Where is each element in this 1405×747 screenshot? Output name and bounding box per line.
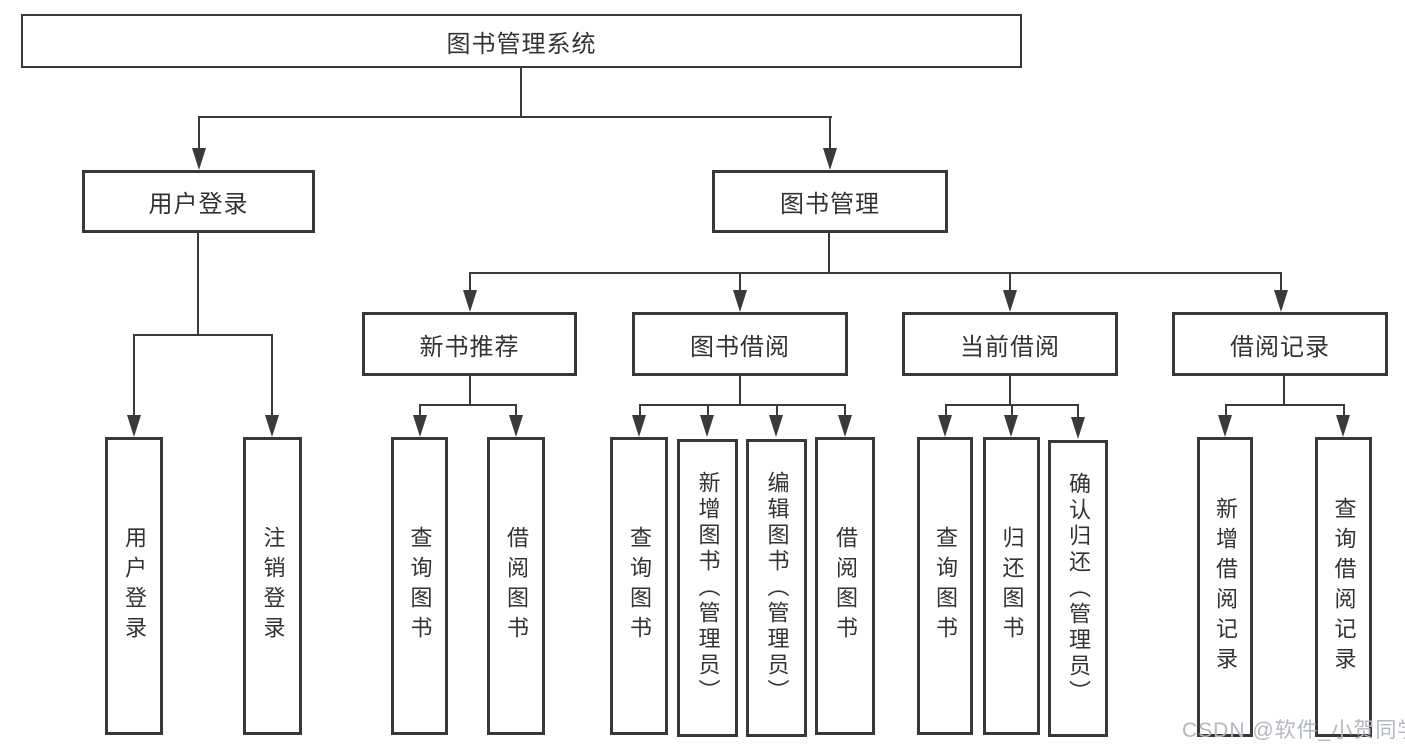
leaf-search-book-3: 查询图书 [917,437,973,735]
edge-root-stem-left [198,116,200,152]
node-borrow-records-label: 借阅记录 [1230,333,1330,361]
arrow-down-icon [509,415,523,437]
node-root-label: 图书管理系统 [446,30,597,58]
leaf-search-record-label: 查询借阅记录 [1331,497,1357,677]
node-book-borrow-label: 图书借阅 [690,333,790,361]
leaf-edit-book-label: 编辑图书（管理员） [764,471,790,705]
leaf-return-book: 归还图书 [983,437,1040,735]
arrow-down-icon [632,415,646,437]
arrow-down-icon [1071,417,1085,439]
leaf-borrow-book-1-label: 借阅图书 [504,526,529,646]
edge-borrow-stem-4 [844,404,846,418]
arrow-down-icon [192,148,206,170]
leaf-search-record: 查询借阅记录 [1315,437,1372,737]
leaf-user-login: 用户登录 [105,437,163,735]
node-book-borrow: 图书借阅 [632,312,848,376]
edge-bookmgmt-bar [469,272,1282,274]
leaf-user-login-label: 用户登录 [122,526,147,646]
edge-userlogin-stem-2 [271,334,273,418]
leaf-add-record-label: 新增借阅记录 [1213,497,1238,677]
edge-records-bar [1225,404,1344,406]
arrow-down-icon [1218,415,1232,437]
arrow-down-icon [1336,415,1350,437]
arrow-down-icon [1003,290,1017,312]
leaf-confirm-return: 确认归还（管理员） [1048,440,1108,737]
arrow-down-icon [938,415,952,437]
edge-current-stem-3 [1077,404,1079,418]
arrow-down-icon [413,415,427,437]
edge-borrow-stem-2 [707,404,709,418]
leaf-search-book-1-label: 查询图书 [407,526,433,646]
leaf-add-record: 新增借阅记录 [1197,437,1253,737]
arrow-down-icon [769,415,783,437]
edge-bookmgmt-stem-4 [1280,272,1282,294]
edge-current-drop [1009,376,1011,406]
leaf-logout-label: 注销登录 [260,526,286,646]
edge-root-bar [198,116,832,118]
edge-newbook-stem-1 [419,404,421,418]
edge-borrow-stem-1 [639,404,641,418]
watermark: CSDN @软件_小贺同学 [1182,719,1405,742]
leaf-search-book-3-label: 查询图书 [933,526,958,646]
edge-borrow-bar [639,404,846,406]
leaf-add-book-label: 新增图书（管理员） [695,471,721,705]
edge-root-drop [520,68,522,118]
edge-current-stem-1 [945,404,947,418]
leaf-search-book-1: 查询图书 [391,437,448,735]
edge-bookmgmt-drop [828,233,830,274]
arrow-down-icon [823,148,837,170]
leaf-search-book-2: 查询图书 [610,437,668,735]
arrow-down-icon [700,415,714,437]
node-book-mgmt-label: 图书管理 [780,191,880,218]
leaf-borrow-book-2: 借阅图书 [815,437,875,735]
edge-bookmgmt-stem-1 [469,272,471,294]
node-user-login-label: 用户登录 [148,191,249,218]
edge-userlogin-bar [133,334,273,336]
arrow-down-icon [127,415,141,437]
leaf-borrow-book-1: 借阅图书 [487,437,545,735]
node-user-login: 用户登录 [82,170,315,233]
leaf-edit-book: 编辑图书（管理员） [746,439,807,737]
node-borrow-records: 借阅记录 [1172,312,1388,376]
edge-userlogin-drop [197,233,199,336]
arrow-down-icon [1004,415,1018,437]
node-new-book-rec-label: 新书推荐 [419,333,520,361]
edge-borrow-drop [739,376,741,406]
arrow-down-icon [1274,290,1288,312]
node-new-book-rec: 新书推荐 [362,312,577,376]
node-root: 图书管理系统 [21,14,1022,68]
leaf-borrow-book-2-label: 借阅图书 [833,526,858,646]
arrow-down-icon [838,415,852,437]
edge-newbook-drop [469,376,471,406]
arrow-down-icon [463,290,477,312]
leaf-add-book: 新增图书（管理员） [677,439,738,737]
edge-newbook-bar [419,404,517,406]
edge-borrow-stem-3 [776,404,778,418]
edge-records-drop [1283,376,1285,406]
edge-userlogin-stem-1 [133,334,135,418]
edge-bookmgmt-stem-3 [1009,272,1011,294]
edge-bookmgmt-stem-2 [739,272,741,294]
edge-records-stem-2 [1343,404,1345,418]
arrow-down-icon [733,290,747,312]
node-current-borrow: 当前借阅 [902,312,1118,376]
leaf-search-book-2-label: 查询图书 [627,526,652,646]
leaf-return-book-label: 归还图书 [999,526,1025,646]
edge-records-stem-1 [1225,404,1227,418]
edge-current-stem-2 [1011,404,1013,418]
node-current-borrow-label: 当前借阅 [960,333,1060,361]
leaf-confirm-return-label: 确认归还（管理员） [1066,471,1091,706]
leaf-logout: 注销登录 [243,437,302,735]
arrow-down-icon [265,415,279,437]
edge-newbook-stem-2 [515,404,517,418]
node-book-mgmt: 图书管理 [712,170,948,233]
edge-root-stem-right [829,116,831,152]
